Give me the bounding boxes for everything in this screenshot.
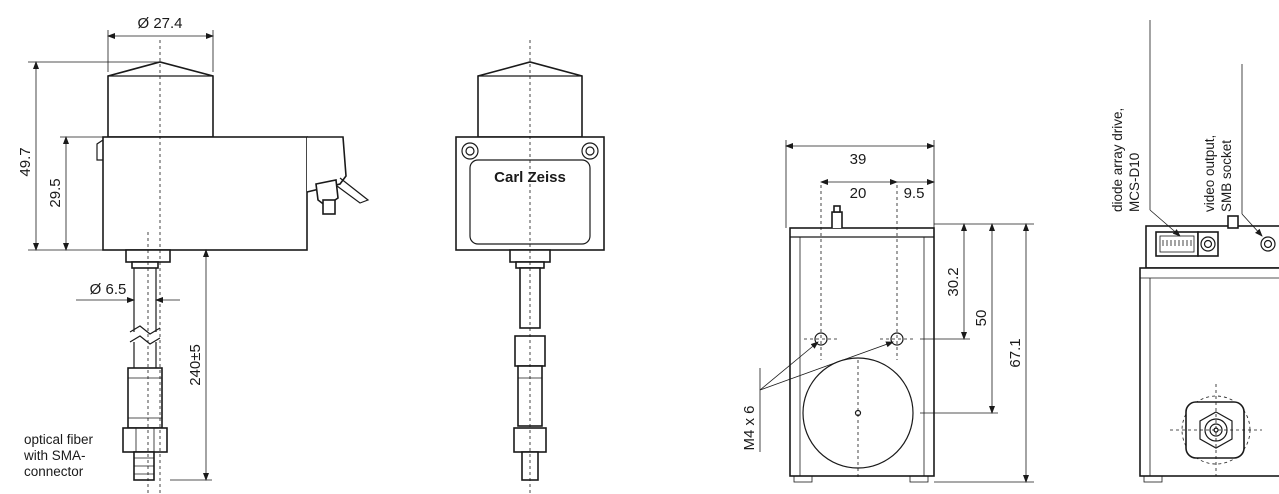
dim-hole-b: 9.5 — [904, 185, 925, 202]
side-view: Ø 27.4 49.7 29.5 Ø 6.5 240±5 optical fib… — [17, 15, 370, 494]
dim-height-body: 29.5 — [47, 178, 64, 207]
label-drive-1: diode array drive, — [1110, 108, 1125, 212]
dim-hole-a: 20 — [850, 185, 867, 202]
front-view: Carl Zeiss — [455, 40, 605, 494]
dim-diameter-top: Ø 27.4 — [137, 15, 182, 32]
thread-hole-right — [890, 332, 904, 346]
dim-height-total: 49.7 — [17, 147, 34, 176]
bottom-body — [789, 227, 935, 477]
dim-fiber-diameter: Ø 6.5 — [90, 281, 127, 298]
label-video-1: video output, — [1202, 135, 1217, 212]
smb-socket — [1260, 236, 1276, 252]
label-fiber-1: optical fiber — [24, 432, 94, 447]
thread-hole-left — [814, 332, 828, 346]
label-video-2: SMB socket — [1219, 140, 1234, 212]
label-fiber-3: connector — [24, 464, 84, 479]
rear-view: diode array drive, MCS-D10 video output,… — [1110, 20, 1279, 483]
bottom-view: 39 20 9.5 30.2 50 67.1 M4 x 6 — [741, 140, 1034, 483]
dim-height: 67.1 — [1007, 338, 1024, 367]
brand-label: Carl Zeiss — [494, 169, 566, 186]
dim-hole-depth: 30.2 — [945, 267, 962, 296]
dim-mid: 50 — [973, 310, 990, 327]
dim-width: 39 — [850, 151, 867, 168]
side-cap — [107, 61, 214, 138]
label-drive-2: MCS-D10 — [1127, 153, 1142, 212]
label-thread: M4 x 6 — [741, 405, 758, 450]
label-fiber-2: with SMA- — [23, 448, 86, 463]
dim-fiber-length: 240±5 — [187, 344, 204, 386]
side-body — [102, 136, 308, 251]
